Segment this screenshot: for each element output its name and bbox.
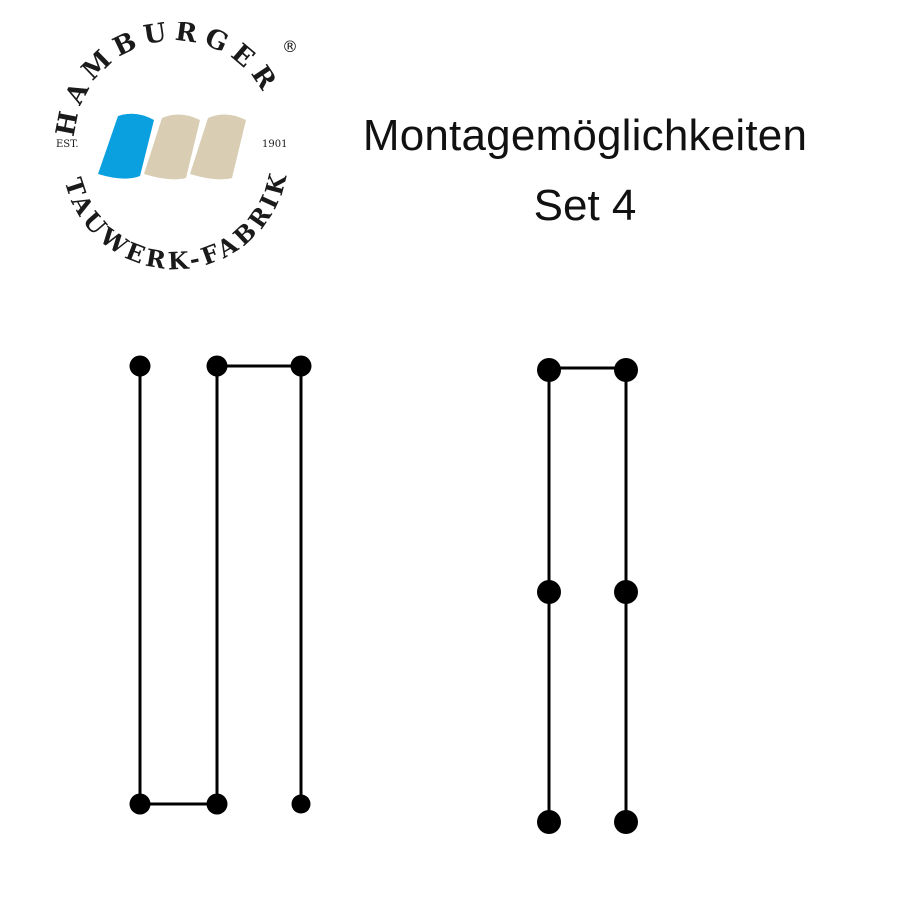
logo-beige-strand xyxy=(144,114,200,180)
logo-beige-strand xyxy=(190,114,246,180)
set-label: Set 4 xyxy=(533,181,637,230)
anchor-point xyxy=(614,810,638,834)
hamburger-tauwerk-logo: HAMBURGER TAUWERK-FABRIK ® EST. 1901 xyxy=(40,17,310,282)
anchor-point xyxy=(614,358,638,382)
page-title: Montagemöglichkeiten xyxy=(362,111,808,160)
anchor-point xyxy=(129,355,151,377)
anchor-point xyxy=(290,355,312,377)
anchor-point xyxy=(291,794,311,814)
anchor-point xyxy=(537,810,561,834)
title-block: Montagemöglichkeiten Set 4 xyxy=(320,108,850,234)
logo-blue-strand xyxy=(98,113,154,179)
anchor-point xyxy=(129,793,151,815)
right-mounting-diagram xyxy=(537,358,638,834)
anchor-point xyxy=(537,580,561,604)
anchor-point xyxy=(206,355,228,377)
logo-year: 1901 xyxy=(262,139,287,150)
anchor-point xyxy=(206,793,228,815)
registered-mark: ® xyxy=(282,37,298,56)
logo-est-label: EST. xyxy=(56,139,79,150)
left-mounting-diagram xyxy=(129,355,312,815)
anchor-point xyxy=(614,580,638,604)
anchor-point xyxy=(537,358,561,382)
logo-emblem-icon: HAMBURGER TAUWERK-FABRIK ® EST. 1901 xyxy=(51,17,298,276)
